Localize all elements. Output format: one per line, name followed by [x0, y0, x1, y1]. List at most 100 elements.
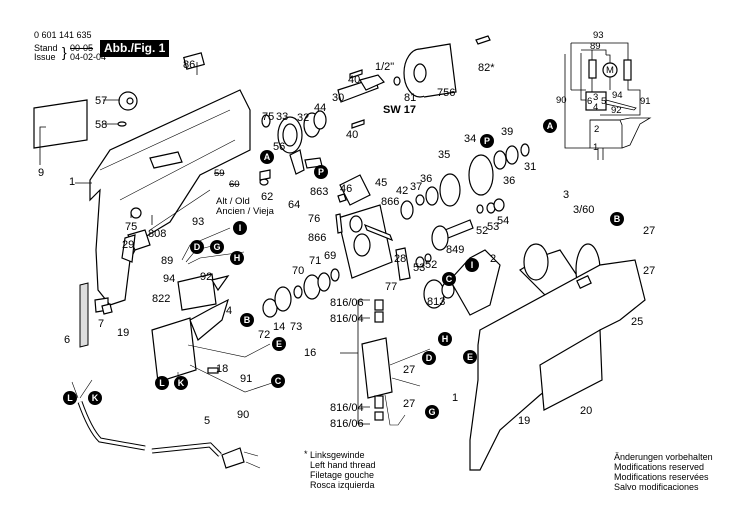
label-33: 33: [276, 111, 288, 123]
marker-p-1: P: [314, 165, 328, 179]
ancien-vieja-label: Ancien / Vieja: [216, 206, 275, 217]
power-cord: [71, 379, 261, 469]
marker-e-2: E: [463, 350, 477, 364]
label-89: 89: [161, 255, 173, 267]
note-line: Salvo modificaciones: [614, 482, 699, 492]
terminal-3-label: 3: [593, 92, 598, 103]
label-5: 5: [204, 415, 210, 427]
marker-g-2: G: [425, 405, 439, 419]
label-94: 94: [163, 273, 175, 285]
label-20: 20: [580, 405, 592, 417]
label-756: 756: [437, 87, 455, 99]
label-71: 71: [309, 255, 321, 267]
label-40b: 40: [346, 129, 358, 141]
marker-c-1: C: [442, 272, 456, 286]
wire-91-label: 91: [640, 96, 651, 107]
svg-text:L: L: [67, 393, 73, 403]
right-housing-half: [469, 259, 646, 471]
stand-value: 00-05: [70, 43, 94, 53]
motor-symbol-label: M: [606, 65, 614, 76]
label-34: 34: [464, 133, 476, 145]
label-16: 16: [304, 347, 316, 359]
note-line: Filetage gouche: [310, 470, 375, 480]
label-73: 73: [290, 321, 302, 333]
label-19: 19: [117, 327, 129, 339]
brace: }: [62, 44, 67, 60]
asterisk-note: * Linksgewinde Left hand thread Filetage…: [304, 449, 376, 490]
svg-text:D: D: [194, 242, 201, 252]
label-54: 54: [497, 215, 509, 227]
label-64: 64: [288, 199, 300, 211]
marker-l-1: L: [155, 376, 169, 390]
terminal-2-label: 2: [594, 124, 599, 135]
svg-text:P: P: [484, 136, 490, 146]
label-56: 56: [273, 141, 285, 153]
marker-d-1: D: [190, 240, 204, 254]
marker-p-2: P: [480, 134, 494, 148]
label-866b: 866: [308, 232, 326, 244]
label-849: 849: [446, 244, 464, 256]
label-32: 32: [297, 112, 309, 124]
label-29: 29: [122, 239, 134, 251]
note-line: Änderungen vorbehalten: [614, 452, 713, 462]
label-60: 60: [229, 179, 240, 190]
label-27d: 27: [403, 398, 415, 410]
marker-k-1: K: [174, 376, 188, 390]
svg-text:B: B: [244, 315, 251, 325]
alt-old-label: Alt / Old: [216, 196, 250, 207]
svg-text:L: L: [159, 378, 165, 388]
label-4: 4: [226, 305, 232, 317]
label-82: 82*: [478, 62, 495, 74]
marker-h-1: H: [230, 251, 244, 265]
marker-i-2: I: [465, 258, 479, 272]
label-69: 69: [324, 250, 336, 262]
figure-label: Abb./Fig. 1: [100, 40, 170, 57]
svg-text:C: C: [275, 376, 282, 386]
marker-h-2: H: [438, 332, 452, 346]
label-37: 37: [410, 181, 422, 193]
label-816-06a: 816/06: [330, 297, 364, 309]
label-62: 62: [261, 191, 273, 203]
label-57: 57: [95, 95, 107, 107]
label-14: 14: [273, 321, 285, 333]
svg-text:I: I: [471, 260, 474, 270]
wire-89-label: 89: [590, 41, 601, 52]
label-28: 28: [394, 253, 406, 265]
svg-text:A: A: [264, 152, 271, 162]
terminal-4-label: 4: [593, 102, 598, 113]
label-86: 86: [183, 59, 195, 71]
label-30: 30: [332, 92, 344, 104]
terminal-5-label: 5: [601, 96, 606, 107]
label-half-inch: 1/2": [375, 61, 394, 73]
svg-text:I: I: [239, 223, 242, 233]
label-3-60: 3/60: [573, 204, 594, 216]
label-35: 35: [438, 149, 450, 161]
label-40a: 40: [348, 74, 360, 86]
label-92: 92: [200, 271, 212, 283]
reference-markers: A A P P B B C C D D E E G G H H I I L L …: [63, 119, 624, 419]
modifications-note: Änderungen vorbehalten Modifications res…: [614, 452, 713, 492]
svg-text:E: E: [276, 339, 282, 349]
terminal-6-label: 6: [587, 96, 592, 107]
label-70: 70: [292, 265, 304, 277]
label-sw17: SW 17: [383, 104, 416, 116]
label-816-06b: 816/06: [330, 418, 364, 430]
marker-a-2: A: [260, 150, 274, 164]
stand-label: Stand: [34, 43, 58, 53]
wire-90-label: 90: [556, 95, 567, 106]
label-53b: 53: [487, 221, 499, 233]
label-813: 813: [427, 296, 445, 308]
wire-94-label: 94: [612, 90, 623, 101]
label-9: 9: [38, 167, 44, 179]
svg-text:C: C: [446, 274, 453, 284]
svg-text:G: G: [428, 407, 435, 417]
label-90: 90: [237, 409, 249, 421]
label-52a: 52: [425, 259, 437, 271]
issue-date: 04-02-04: [70, 52, 107, 62]
label-27b: 27: [643, 265, 655, 277]
label-39: 39: [501, 126, 513, 138]
svg-text:H: H: [442, 334, 449, 344]
label-42: 42: [396, 185, 408, 197]
label-7: 7: [98, 318, 104, 330]
